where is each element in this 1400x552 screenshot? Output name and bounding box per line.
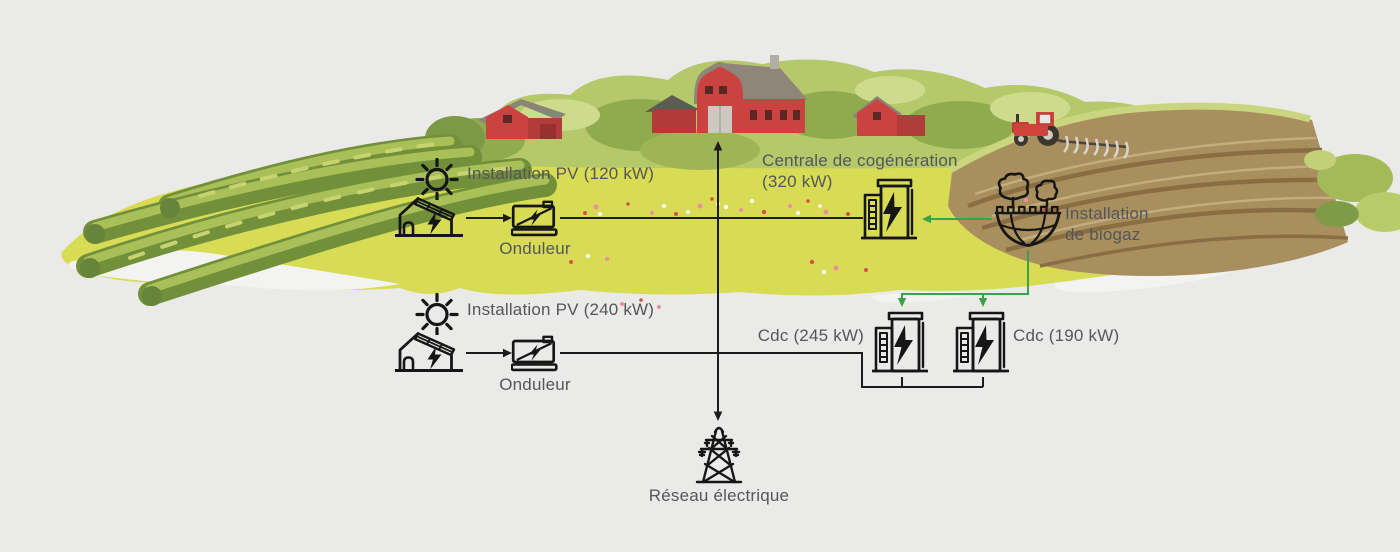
cogeneration-label: Centrale de cogénération (320 kW) [762,150,958,192]
cogeneration-label-line2: (320 kW) [762,172,833,191]
generator-unit-icon [953,309,1009,373]
pv-barn-icon [395,194,463,238]
biogas-dome-icon [994,171,1062,250]
pv1-label: Installation PV (120 kW) [467,164,655,183]
biogas-label: Installation de biogaz [1065,203,1149,245]
right-bushes [1304,150,1400,232]
green-arrowheads [897,214,988,307]
cdc-left-label: Cdc (245 kW) [757,326,864,345]
inverter-icon [511,199,559,237]
pv2-label: Installation PV (240 kW) [467,300,655,319]
generator-unit-icon [872,309,928,373]
grid-label: Réseau électrique [648,486,790,505]
plowed-field [948,102,1349,277]
biogas-to-cdc-line [901,250,1029,298]
flower-specks [569,197,1045,311]
inverter-icon [511,334,559,372]
crop-rows [76,134,557,306]
biogas-label-line2: de biogaz [1065,225,1141,244]
barn-illustration [478,55,925,139]
black-arrowheads [503,141,723,421]
transmission-tower-icon [688,422,750,484]
inverter2-label: Onduleur [499,375,571,394]
pv-barn-icon [395,329,463,373]
cdc-right-label: Cdc (190 kW) [1013,326,1120,345]
inverter1-label: Onduleur [499,239,571,258]
inverter2-and-cdc-bus-line [560,352,984,388]
biogas-label-line1: Installation [1065,204,1149,223]
tractor-illustration [1012,112,1129,159]
cogeneration-label-line1: Centrale de cogénération [762,151,958,170]
